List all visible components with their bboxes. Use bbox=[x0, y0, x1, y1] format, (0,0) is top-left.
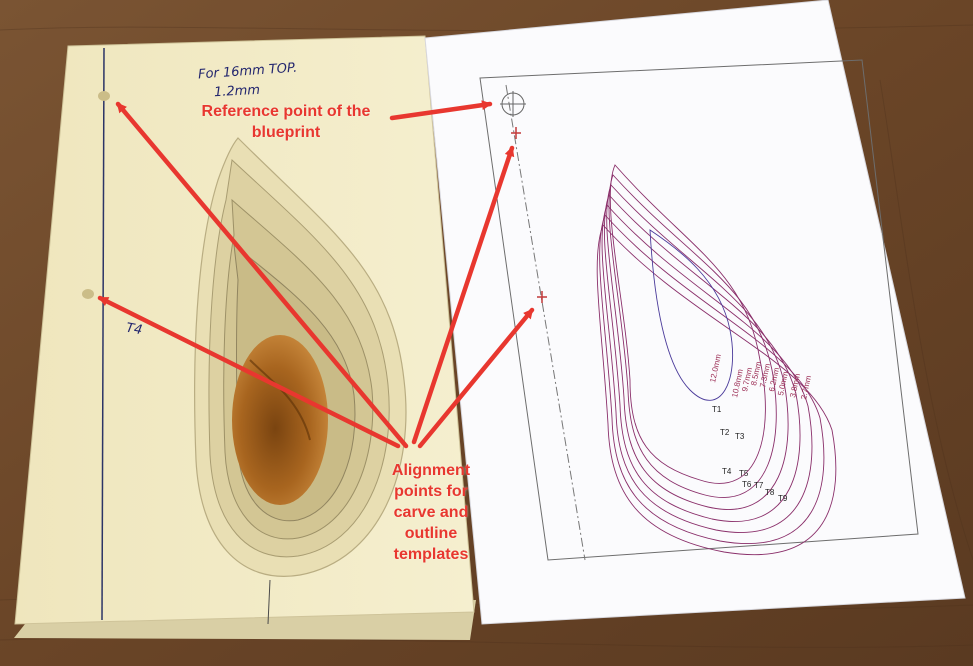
arrow-to-block-side-hole bbox=[97, 295, 401, 449]
alignment-cross-top bbox=[511, 127, 521, 139]
handwritten-side-mark: T4 bbox=[124, 320, 144, 339]
wood-knot bbox=[232, 335, 328, 505]
template-label: T1 bbox=[712, 405, 722, 414]
arrow-to-cross-top bbox=[411, 145, 515, 445]
template-label: T3 bbox=[735, 432, 745, 441]
wood-block bbox=[14, 35, 476, 640]
template-label: T7 bbox=[754, 481, 764, 490]
template-label: T2 bbox=[720, 428, 730, 437]
inner-outline bbox=[649, 229, 734, 401]
template-label-group: T1 T2 T3 T4 T5 T6 T7 T8 T9 bbox=[712, 405, 788, 503]
handwritten-note-line2: 1.2mm bbox=[213, 82, 261, 101]
alignment-cross-bottom bbox=[537, 291, 547, 303]
arrow-to-cross-bottom bbox=[417, 307, 535, 449]
template-label: T6 bbox=[742, 480, 752, 489]
template-label: T5 bbox=[739, 469, 749, 478]
arrow-to-block-top-hole bbox=[115, 101, 409, 449]
template-label: T8 bbox=[765, 488, 775, 497]
thickness-contours bbox=[596, 164, 837, 555]
arrow-to-reference-circle bbox=[389, 100, 493, 121]
reference-point-annotation: Reference point of the blueprint bbox=[201, 103, 371, 141]
template-label: T9 bbox=[778, 494, 788, 503]
blueprint-paper: 12.0mm 10.8mm 9.7mm 8.5mm 7.3mm 6.2mm 5.… bbox=[424, 0, 966, 625]
annotation-arrows bbox=[97, 100, 535, 449]
template-label: T4 bbox=[722, 467, 732, 476]
alignment-points-annotation: Alignment points for carve and outline t… bbox=[391, 462, 471, 563]
